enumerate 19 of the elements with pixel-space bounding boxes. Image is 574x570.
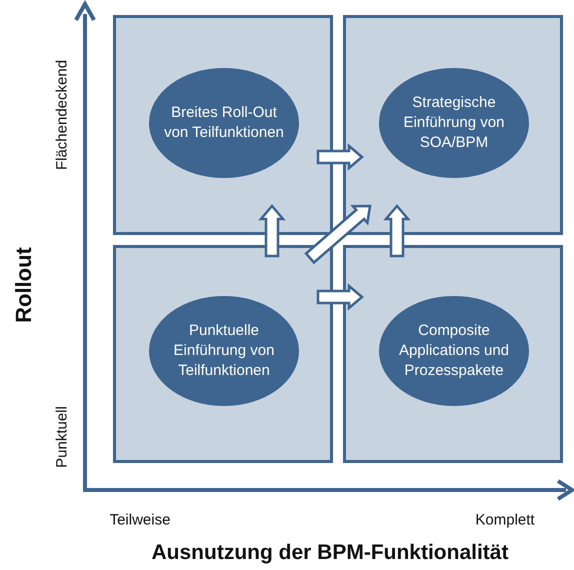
quadrant-box xyxy=(343,245,563,463)
axis-title: Ausnutzung der BPM-Funktionalität xyxy=(152,541,508,565)
axis-tick-label: Teilweise xyxy=(110,512,170,528)
axis-tick-label: Komplett xyxy=(475,512,535,528)
quadrant-box xyxy=(113,15,333,235)
axis-title: Rollout xyxy=(11,247,37,323)
strategy-ellipse: Strategische Einführung von SOA/BPM xyxy=(379,68,529,178)
axis-tick-label: Flächendeckend xyxy=(54,60,70,170)
strategy-ellipse: Composite Applications und Prozesspakete xyxy=(379,296,529,406)
block-arrow xyxy=(304,204,372,264)
block-arrow xyxy=(383,204,411,258)
block-arrow xyxy=(316,283,364,311)
strategy-ellipse: Breites Roll-Out von Teilfunktionen xyxy=(149,68,299,178)
block-arrow xyxy=(316,143,364,171)
axis-tick-label: Punktuell xyxy=(54,406,70,468)
strategy-ellipse: Punktuelle Einführung von Teilfunktionen xyxy=(149,296,299,406)
block-arrow xyxy=(258,204,286,258)
quadrant-box xyxy=(343,15,563,235)
quadrant-box xyxy=(113,245,333,463)
